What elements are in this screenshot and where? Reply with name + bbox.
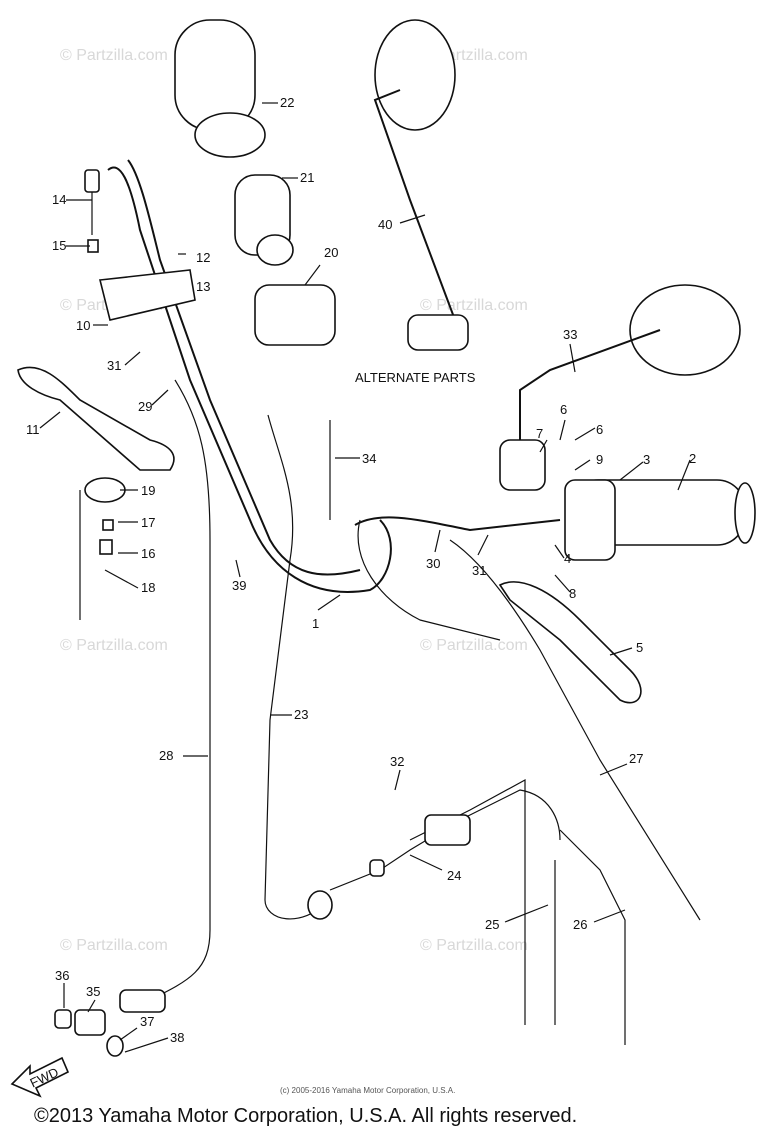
callout-27: 27 xyxy=(629,751,643,766)
callout-9: 9 xyxy=(596,452,603,467)
callout-6b: 6 xyxy=(596,422,603,437)
callout-31-left: 31 xyxy=(107,358,121,373)
callout-10: 10 xyxy=(76,318,90,333)
watermark: © Partzilla.com xyxy=(420,937,528,954)
callout-25: 25 xyxy=(485,917,499,932)
callout-24: 24 xyxy=(447,868,461,883)
leader-lines xyxy=(39,102,691,1053)
callout-30: 30 xyxy=(426,556,440,571)
callout-3: 3 xyxy=(643,452,650,467)
cables xyxy=(149,379,701,1045)
callout-15: 15 xyxy=(52,238,66,253)
alternate-parts-label: ALTERNATE PARTS xyxy=(355,370,476,385)
callout-34: 34 xyxy=(362,451,376,466)
callout-35: 35 xyxy=(86,984,100,999)
callout-20: 20 xyxy=(324,245,338,260)
callout-4: 4 xyxy=(564,551,571,566)
left-mirror xyxy=(373,19,469,351)
callout-19: 19 xyxy=(141,483,155,498)
right-grip xyxy=(564,479,756,561)
left-grip xyxy=(174,19,266,158)
callout-16: 16 xyxy=(141,546,155,561)
callout-21: 21 xyxy=(300,170,314,185)
throttle-sleeve xyxy=(234,174,294,266)
callout-labels: 22 21 20 40 14 15 12 13 10 31 11 29 19 1… xyxy=(26,95,696,1045)
callout-28: 28 xyxy=(159,748,173,763)
callout-36: 36 xyxy=(55,968,69,983)
callout-2: 2 xyxy=(689,451,696,466)
callout-26: 26 xyxy=(573,917,587,932)
fwd-label: FWD xyxy=(28,1064,61,1090)
callout-29: 29 xyxy=(138,399,152,414)
callout-37: 37 xyxy=(140,1014,154,1029)
fwd-arrow: FWD xyxy=(10,1056,70,1098)
watermark: © Partzilla.com xyxy=(420,637,528,654)
throttle-housing xyxy=(254,284,336,346)
callout-38: 38 xyxy=(170,1030,184,1045)
callout-33: 33 xyxy=(563,327,577,342)
copyright-main: ©2013 Yamaha Motor Corporation, U.S.A. A… xyxy=(34,1105,577,1127)
callout-31-right: 31 xyxy=(472,563,486,578)
switch-assy xyxy=(79,477,126,620)
callout-12: 12 xyxy=(196,250,210,265)
callout-23: 23 xyxy=(294,707,308,722)
handlebar xyxy=(107,159,561,593)
watermark: © Partzilla.com xyxy=(420,297,528,314)
lever-holder-left xyxy=(84,169,196,321)
callout-14: 14 xyxy=(52,192,66,207)
bottom-fittings xyxy=(54,814,471,1057)
callout-1: 1 xyxy=(312,616,319,631)
watermark: © Partzilla.com xyxy=(60,637,168,654)
callout-32: 32 xyxy=(390,754,404,769)
right-mirror xyxy=(499,284,741,491)
brake-lever xyxy=(498,581,642,704)
watermark: © Partzilla.com xyxy=(60,937,168,954)
callout-39: 39 xyxy=(232,578,246,593)
copyright-small: (c) 2005-2016 Yamaha Motor Corporation, … xyxy=(280,1086,455,1095)
callout-18: 18 xyxy=(141,580,155,595)
watermark: © Partzilla.com xyxy=(60,47,168,64)
callout-22: 22 xyxy=(280,95,294,110)
callout-8: 8 xyxy=(569,586,576,601)
callout-11: 11 xyxy=(26,422,40,437)
callout-6a: 6 xyxy=(560,402,567,417)
callout-17: 17 xyxy=(141,515,155,530)
callout-7: 7 xyxy=(536,426,543,441)
callout-13: 13 xyxy=(196,279,210,294)
callout-40: 40 xyxy=(378,217,392,232)
callout-5: 5 xyxy=(636,640,643,655)
clutch-lever xyxy=(17,366,175,471)
